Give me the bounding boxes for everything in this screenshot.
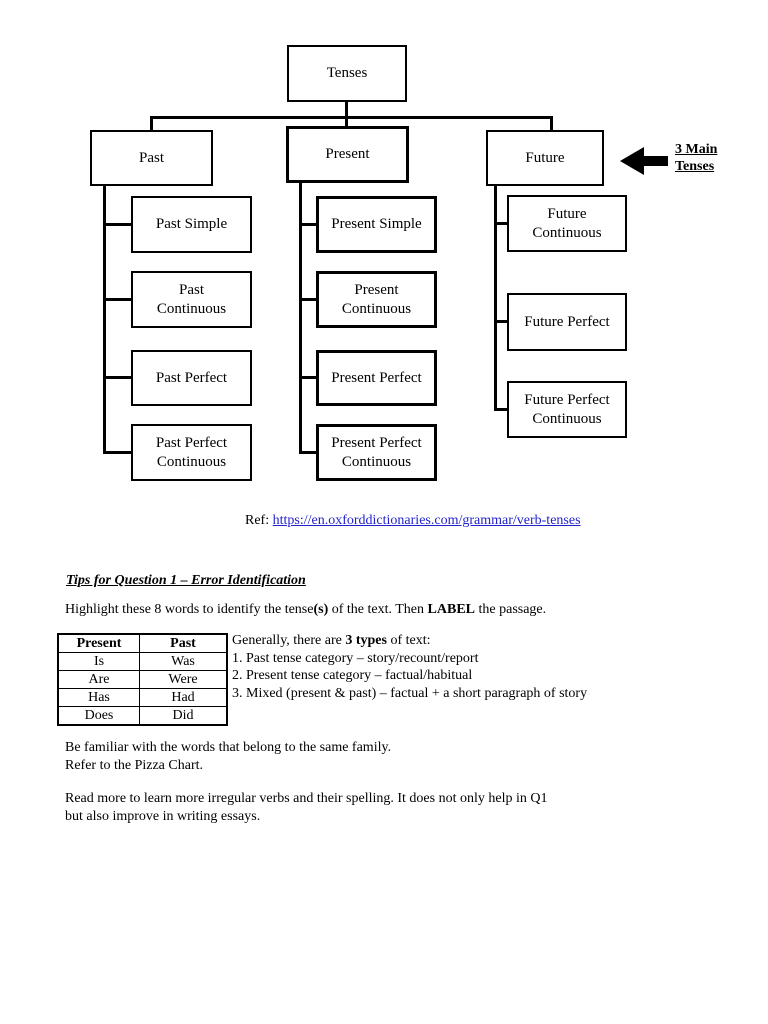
connector-future-stub-1 bbox=[494, 222, 507, 225]
connector-past-stub-4 bbox=[103, 451, 131, 454]
note-paragraph: Be familiar with the words that belong t… bbox=[65, 739, 391, 774]
connector-drop-present bbox=[345, 116, 348, 128]
diagram-box-tenses: Tenses bbox=[287, 45, 407, 102]
note-line: but also improve in writing essays. bbox=[65, 808, 261, 824]
diagram-box-future: Future bbox=[486, 130, 604, 186]
diagram-box-present-simple: Present Simple bbox=[316, 196, 437, 253]
note-paragraph: Read more to learn more irregular verbs … bbox=[65, 790, 547, 825]
connector-present-stub-3 bbox=[299, 376, 316, 379]
text-type-item: 3. Mixed (present & past) – factual + a … bbox=[232, 685, 588, 701]
connector-past-stub-3 bbox=[103, 376, 131, 379]
text-types-list: 1. Past tense category – story/recount/r… bbox=[232, 650, 587, 703]
diagram-box-present-perfect: Present Perfect bbox=[316, 350, 437, 406]
connector-drop-future bbox=[550, 116, 553, 132]
diagram-box-future-perfect: Future Perfect bbox=[507, 293, 627, 351]
diagram-box-present-perfect-continuous: Present Perfect Continuous bbox=[316, 424, 437, 481]
diagram-box-past-perfect-continuous: Past Perfect Continuous bbox=[131, 424, 252, 481]
connector-present-stub-4 bbox=[299, 451, 316, 454]
table-cell: Is bbox=[57, 652, 140, 671]
connector-past-stub-1 bbox=[103, 223, 131, 226]
diagram-box-future-continuous: Future Continuous bbox=[507, 195, 627, 252]
connector-future-vertical bbox=[494, 184, 497, 411]
text-type-item: 2. Present tense category – factual/habi… bbox=[232, 668, 473, 683]
table-cell: Were bbox=[139, 670, 228, 689]
connector-past-vertical bbox=[103, 184, 106, 454]
intro-paragraph: Highlight these 8 words to identify the … bbox=[65, 602, 547, 617]
annotation-3-main-tenses: 3 Main Tenses bbox=[675, 142, 718, 174]
connector-present-stub-2 bbox=[299, 298, 316, 301]
text-types-block: Generally, there are 3 types of text: 1.… bbox=[232, 632, 587, 702]
table-cell: Did bbox=[139, 706, 228, 726]
diagram-box-present: Present bbox=[286, 126, 409, 183]
diagram-box-past: Past bbox=[90, 130, 213, 186]
diagram-box-future-perfect-continuous: Future Perfect Continuous bbox=[507, 381, 627, 438]
connector-main-horizontal bbox=[150, 116, 553, 119]
connector-drop-past bbox=[150, 116, 153, 132]
table-cell: Was bbox=[139, 652, 228, 671]
reference-line: Ref: https://en.oxforddictionaries.com/g… bbox=[245, 513, 581, 529]
table-cell: Does bbox=[57, 706, 140, 726]
note-line: Be familiar with the words that belong t… bbox=[65, 740, 392, 755]
text-type-item: 1. Past tense category – story/recount/r… bbox=[232, 650, 479, 666]
connector-present-vertical bbox=[299, 181, 302, 454]
note-line: Read more to learn more irregular verbs … bbox=[65, 791, 548, 806]
diagram-box-past-continuous: Past Continuous bbox=[131, 271, 252, 328]
table-header-present: Present bbox=[57, 633, 140, 653]
note-line: Refer to the Pizza Chart. bbox=[65, 757, 204, 773]
connector-past-stub-2 bbox=[103, 298, 131, 301]
table-cell: Are bbox=[57, 670, 140, 689]
table-header-past: Past bbox=[139, 633, 228, 653]
connector-root-drop bbox=[345, 100, 348, 118]
tips-heading: Tips for Question 1 – Error Identificati… bbox=[66, 573, 306, 588]
connector-future-stub-2 bbox=[494, 320, 507, 323]
connector-future-stub-3 bbox=[494, 408, 507, 411]
diagram-box-past-simple: Past Simple bbox=[131, 196, 252, 253]
table-header-row: Present Past bbox=[57, 633, 228, 653]
connector-present-stub-1 bbox=[299, 223, 316, 226]
table-cell: Has bbox=[57, 688, 140, 707]
table-cell: Had bbox=[139, 688, 228, 707]
left-arrow-icon bbox=[620, 147, 668, 175]
text-types-intro: Generally, there are 3 types of text: bbox=[232, 633, 431, 648]
reference-label: Ref: bbox=[245, 513, 273, 528]
reference-link[interactable]: https://en.oxforddictionaries.com/gramma… bbox=[272, 513, 581, 528]
diagram-box-past-perfect: Past Perfect bbox=[131, 350, 252, 406]
diagram-box-present-continuous: Present Continuous bbox=[316, 271, 437, 328]
